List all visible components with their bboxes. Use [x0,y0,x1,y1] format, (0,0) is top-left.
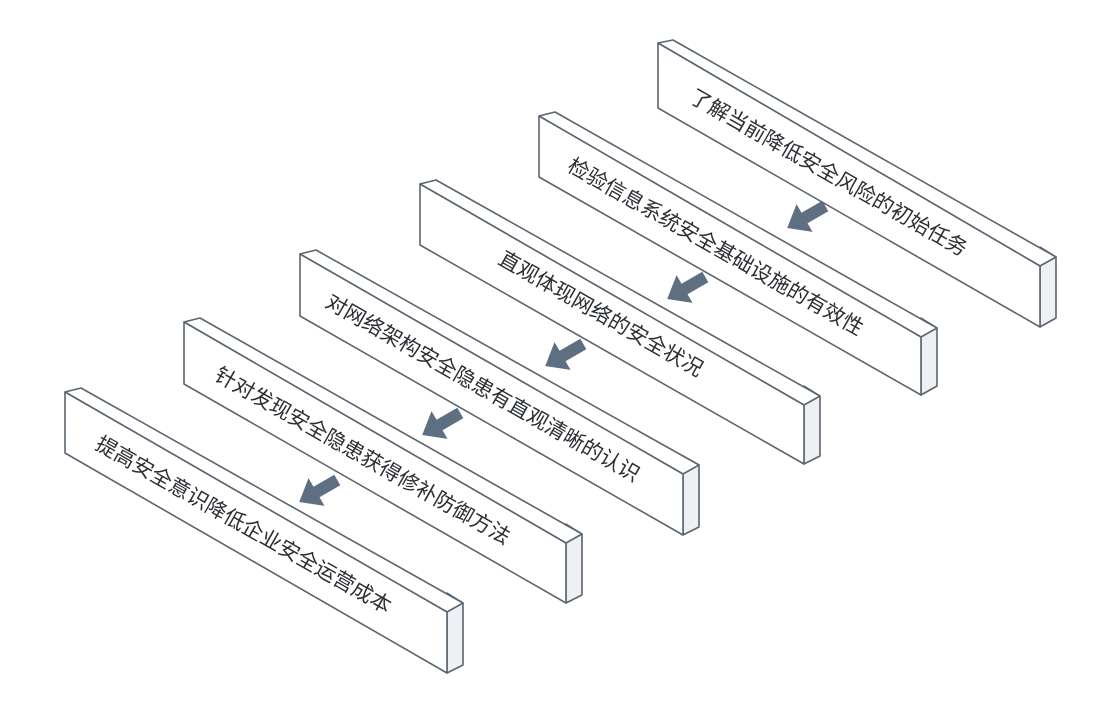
step-plank-2-front [538,115,922,396]
arrow-down-left-icon [299,474,341,506]
arrow-down-left-icon [667,271,709,303]
arrow-down-left-icon [422,407,464,439]
step-plank-5-front [183,321,567,604]
step-plank-6-front [64,391,448,674]
step-plank-4-front [299,253,684,536]
arrow-down-left-icon [545,338,587,370]
step-plank-1-front [657,42,1041,328]
arrow-down-left-icon [787,200,829,232]
step-plank-3-front [419,183,805,465]
